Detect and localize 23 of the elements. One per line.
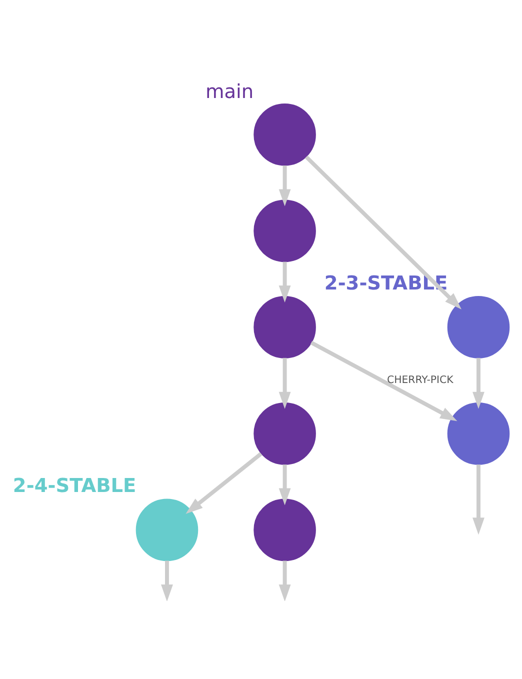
arrow bbox=[278, 560, 291, 601]
arrow bbox=[278, 166, 291, 206]
arrow bbox=[472, 464, 484, 535]
node-circle bbox=[447, 402, 510, 465]
arrow bbox=[472, 358, 484, 409]
node-circle bbox=[254, 103, 316, 166]
node-label: 2-4-STABLE bbox=[12, 474, 136, 498]
node-circle bbox=[254, 200, 316, 262]
node-circle bbox=[254, 402, 316, 465]
node-circle bbox=[447, 296, 510, 358]
arrow bbox=[304, 155, 462, 310]
arrow bbox=[278, 464, 291, 506]
edge-label: CHERRY-PICK bbox=[386, 374, 454, 386]
arrow bbox=[186, 452, 262, 514]
node-circle bbox=[254, 498, 316, 562]
node-circle bbox=[254, 296, 316, 358]
node-label: 2-3-STABLE bbox=[324, 271, 448, 294]
arrow bbox=[278, 262, 291, 303]
arrow bbox=[161, 560, 173, 601]
node-circle bbox=[136, 498, 198, 562]
node-label: main bbox=[205, 80, 254, 103]
arrow bbox=[310, 340, 458, 422]
arrow bbox=[278, 358, 291, 409]
